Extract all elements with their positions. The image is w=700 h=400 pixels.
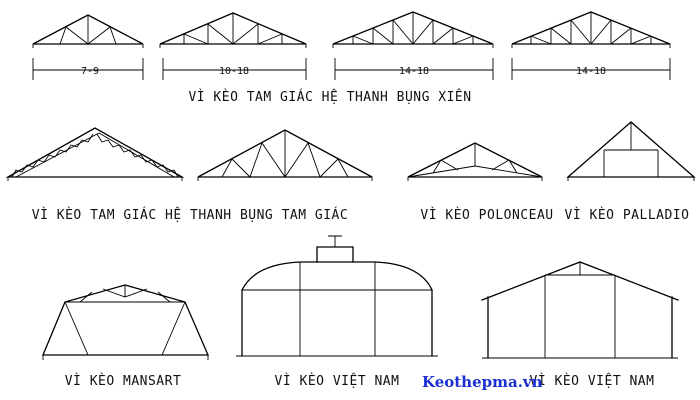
truss-palladio bbox=[566, 121, 696, 181]
truss-vietnam-1 bbox=[236, 235, 438, 357]
span-dimension-14-18-a bbox=[334, 58, 494, 80]
span-label-7-9: 7-9 bbox=[80, 66, 100, 77]
truss-diagonal-web-14-18-b bbox=[511, 11, 671, 48]
truss-diagonal-web-14-18-a bbox=[332, 11, 494, 48]
truss-mansart bbox=[42, 284, 209, 360]
truss-lattice-triangle-web bbox=[5, 127, 185, 181]
caption-triangle-web-trusses: VÌ KÈO TAM GIÁC HỆ THANH BỤNG TAM GIÁC bbox=[31, 208, 349, 223]
truss-diagonal-web-10-18 bbox=[159, 12, 307, 48]
caption-vietnam-2: VÌ KÈO VIỆT NAM bbox=[529, 374, 655, 389]
truss-polonceau bbox=[407, 142, 543, 181]
span-dimension-7-9 bbox=[32, 58, 144, 80]
caption-polonceau: VÌ KÈO POLONCEAU bbox=[420, 208, 554, 223]
span-label-10-18: 10-18 bbox=[218, 66, 250, 77]
truss-vietnam-2 bbox=[481, 261, 679, 359]
watermark-site-name: Keothepma.vn bbox=[422, 373, 543, 391]
span-label-14-18-a: 14-18 bbox=[398, 66, 430, 77]
truss-diagonal-web-7-9 bbox=[32, 14, 144, 48]
caption-diagonal-web-trusses: VÌ KÈO TAM GIÁC HỆ THANH BỤNG XIÊN bbox=[188, 90, 472, 105]
caption-palladio: VÌ KÈO PALLADIO bbox=[564, 208, 690, 223]
caption-vietnam-1: VÌ KÈO VIỆT NAM bbox=[274, 374, 400, 389]
span-label-14-18-b: 14-18 bbox=[575, 66, 607, 77]
truss-triangle-web bbox=[197, 129, 373, 181]
span-dimension-14-18-b bbox=[511, 58, 671, 80]
caption-mansart: VÌ KÈO MANSART bbox=[64, 374, 182, 389]
span-dimension-10-18 bbox=[162, 58, 307, 80]
